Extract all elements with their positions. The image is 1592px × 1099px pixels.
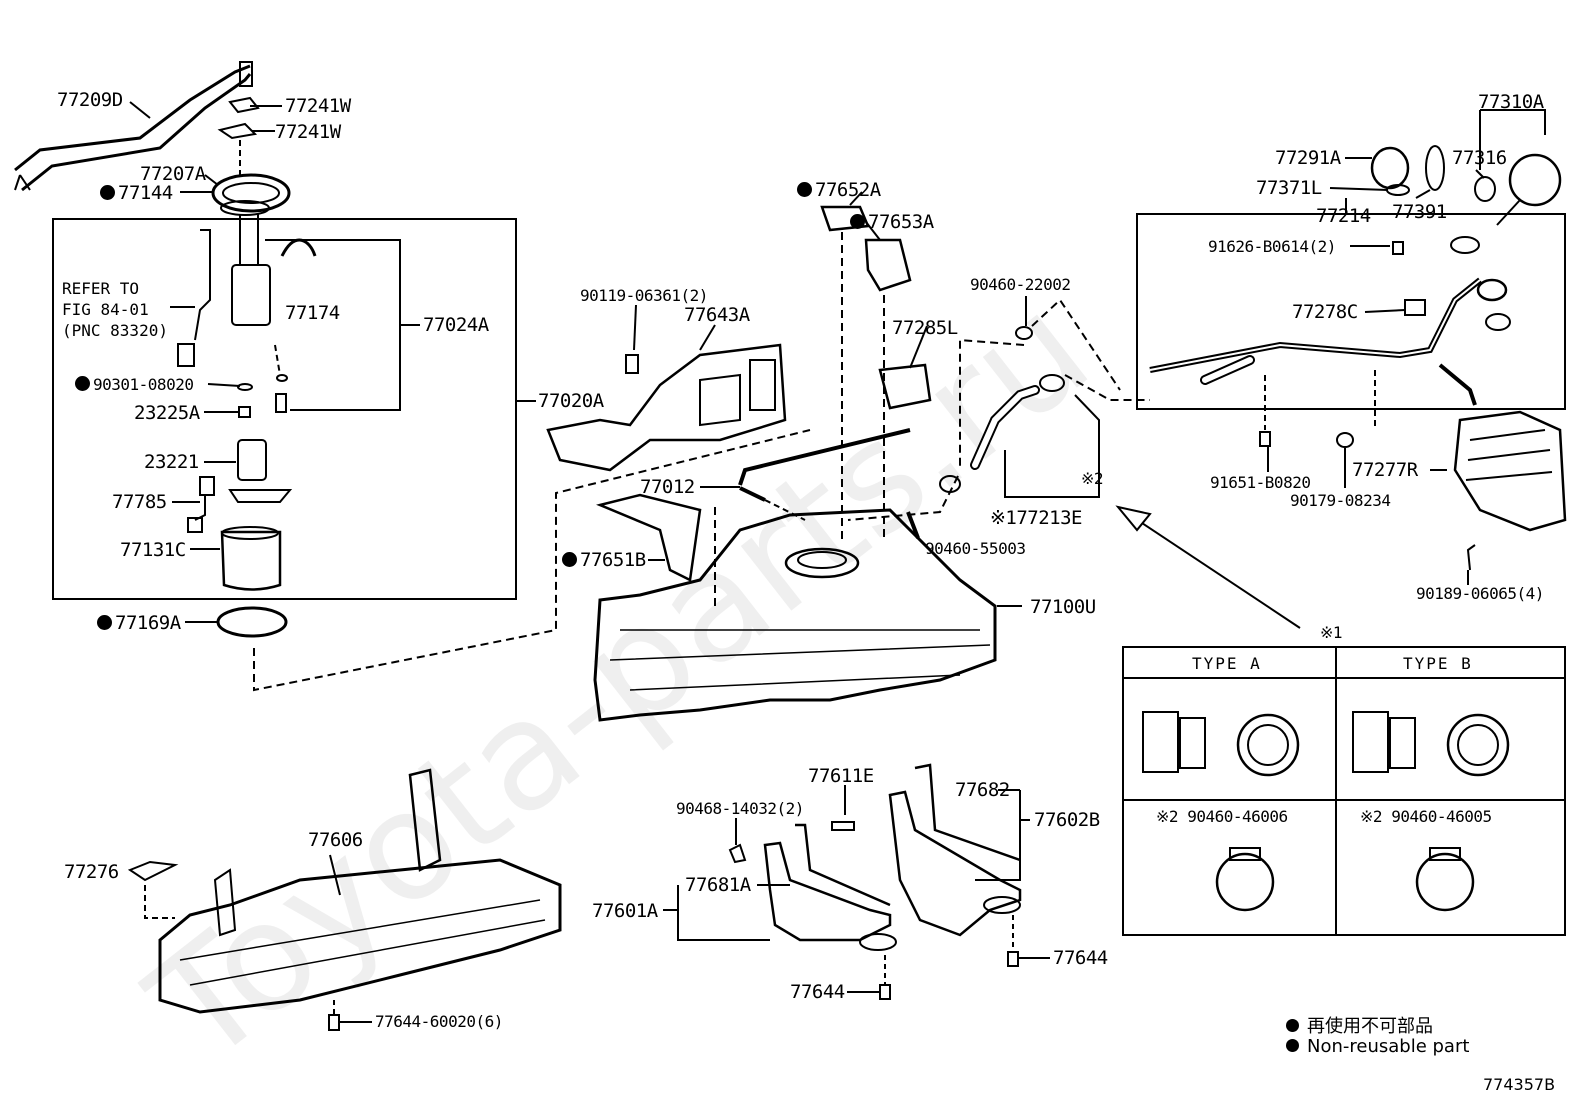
non-reusable-dot	[75, 376, 90, 391]
label-23225A: 23225A	[134, 402, 200, 424]
label-77169A: 77169A	[97, 613, 181, 633]
label-90119-06361: 90119-06361(2)	[580, 286, 708, 305]
refer-note: REFER TO FIG 84-01 (PNC 83320)	[62, 279, 168, 340]
label-77644-right: 77644	[1053, 947, 1108, 969]
label-77606: 77606	[308, 829, 363, 851]
label-77611E: 77611E	[808, 765, 874, 787]
label-77644-left: 77644	[790, 981, 845, 1003]
label-77371L: 77371L	[1256, 177, 1322, 199]
pump-assembly-box	[52, 218, 517, 600]
label-77391: 77391	[1392, 201, 1447, 223]
note-mark-2-hose: ※2	[1081, 469, 1104, 488]
label-77785: 77785	[112, 491, 167, 513]
label-77209D: 77209D	[57, 89, 123, 111]
type-b-header: TYPE B	[1403, 654, 1473, 673]
label-77100U: 77100U	[1030, 596, 1096, 618]
label-77276: 77276	[64, 861, 119, 883]
non-reusable-dot	[100, 185, 115, 200]
label-77682: 77682	[955, 779, 1010, 801]
clamp-b-label: ※2 90460-46005	[1360, 807, 1492, 826]
label-77602B: 77602B	[1034, 809, 1100, 831]
label-90460-22002: 90460-22002	[970, 275, 1071, 294]
type-table-border	[1122, 646, 1566, 936]
non-reusable-dot	[562, 552, 577, 567]
note-mark-1-table: ※1	[1320, 623, 1343, 642]
type-a-header: TYPE A	[1192, 654, 1262, 673]
label-77652A: 77652A	[797, 180, 881, 200]
label-91626-B0614: 91626-B0614(2)	[1208, 237, 1336, 256]
label-77285L: 77285L	[892, 317, 958, 339]
non-reusable-dot	[1286, 1039, 1299, 1052]
label-90460-55003: 90460-55003	[925, 539, 1026, 558]
label-77213E: ※177213E	[990, 507, 1082, 529]
label-77277R: 77277R	[1352, 459, 1418, 481]
label-90179-08234: 90179-08234	[1290, 491, 1391, 510]
label-77644-60020: 77644-60020(6)	[375, 1012, 503, 1031]
label-77241W-lower: 77241W	[275, 121, 341, 143]
label-77291A: 77291A	[1275, 147, 1341, 169]
figure-id: 774357B	[1483, 1075, 1556, 1094]
non-reusable-dot	[97, 615, 112, 630]
label-77020A: 77020A	[538, 390, 604, 412]
label-77681A: 77681A	[685, 874, 751, 896]
label-77174: 77174	[285, 302, 340, 324]
label-90301-08020: 90301-08020	[75, 376, 194, 394]
non-reusable-dot	[797, 182, 812, 197]
label-77207A: 77207A	[140, 163, 206, 185]
label-77024A: 77024A	[423, 314, 489, 336]
label-23221: 23221	[144, 451, 199, 473]
label-77651B: 77651B	[562, 550, 646, 570]
label-77241W-upper: 77241W	[285, 95, 351, 117]
label-91651-B0820: 91651-B0820	[1210, 473, 1311, 492]
label-90189-06065: 90189-06065(4)	[1416, 584, 1544, 603]
filler-pipe-box	[1136, 213, 1566, 410]
label-77278C: 77278C	[1292, 301, 1358, 323]
legend-jp: 再使用不可部品	[1286, 1012, 1433, 1038]
non-reusable-dot	[850, 214, 865, 229]
label-77144: 77144	[100, 183, 173, 203]
label-77131C: 77131C	[120, 539, 186, 561]
non-reusable-dot	[1286, 1019, 1299, 1032]
label-90468-14032: 90468-14032(2)	[676, 799, 804, 818]
legend-en: Non-reusable part	[1286, 1036, 1469, 1057]
label-77643A: 77643A	[684, 304, 750, 326]
label-77316: 77316	[1452, 147, 1507, 169]
label-77012: 77012	[640, 476, 695, 498]
label-77310A: 77310A	[1478, 91, 1544, 113]
clamp-a-label: ※2 90460-46006	[1156, 807, 1288, 826]
label-77214: 77214	[1316, 205, 1371, 227]
label-77653A: 77653A	[850, 212, 934, 232]
label-77601A: 77601A	[592, 900, 658, 922]
